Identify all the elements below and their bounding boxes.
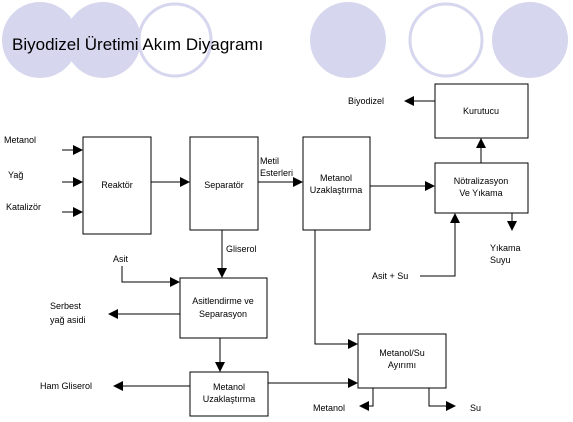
node-label: Nötralizasyon bbox=[454, 176, 509, 186]
node-label: Metanol bbox=[320, 173, 352, 183]
node-label: Kurutucu bbox=[463, 106, 499, 116]
stream-label: Gliserol bbox=[226, 244, 257, 254]
input-label: Yağ bbox=[8, 170, 23, 180]
output-label: Serbest bbox=[50, 301, 82, 311]
node-label: Uzaklaştırma bbox=[310, 185, 363, 195]
node-kurutucu bbox=[434, 83, 529, 139]
input-label: Katalizör bbox=[6, 202, 41, 212]
page-title: Biyodizel Üretimi Akım Diyagramı bbox=[12, 35, 263, 54]
node-label: Asitlendirme ve bbox=[192, 296, 254, 306]
decor-circle bbox=[408, 2, 484, 78]
output-label: Metanol bbox=[313, 403, 345, 413]
input-label: Metanol bbox=[4, 135, 36, 145]
flow-arrow bbox=[428, 388, 456, 411]
node-label: Separasyon bbox=[199, 309, 247, 319]
output-label: Biyodizel bbox=[348, 96, 384, 106]
node-asitlendirme bbox=[179, 277, 268, 339]
decor-circle bbox=[492, 2, 568, 78]
output-label: Ham Gliserol bbox=[40, 381, 92, 391]
decor-circle bbox=[137, 2, 213, 78]
output-label: Suyu bbox=[490, 255, 511, 265]
decor-circle bbox=[65, 2, 141, 78]
node-label: Metanol/Su bbox=[379, 348, 425, 358]
node-label: Metanol bbox=[213, 382, 245, 392]
stream-label: Metil bbox=[260, 156, 279, 166]
node-reaktor bbox=[82, 136, 152, 235]
node-label: Separatör bbox=[204, 180, 244, 190]
input-label: Asit bbox=[113, 254, 129, 264]
decorative-circles bbox=[2, 2, 568, 78]
node-label: Reaktör bbox=[101, 180, 133, 190]
node-separator bbox=[189, 136, 259, 231]
flow-arrow bbox=[420, 213, 460, 277]
decor-circle bbox=[2, 2, 78, 78]
node-label: Ayırımı bbox=[388, 360, 416, 370]
node-notralizasyon bbox=[434, 162, 529, 214]
decor-circle bbox=[310, 2, 386, 78]
node-metanol-uzaklastirma-1 bbox=[302, 136, 371, 231]
node-metanol-su-ayirimi bbox=[357, 333, 447, 389]
flow-arrow bbox=[314, 230, 358, 349]
output-label: Su bbox=[470, 403, 481, 413]
node-label: Uzaklaştırma bbox=[203, 394, 256, 404]
flow-arrow bbox=[359, 388, 374, 411]
stream-label: Esterleri bbox=[260, 168, 293, 178]
node-metanol-uzaklastirma-2 bbox=[189, 371, 269, 417]
input-label: Asit + Su bbox=[372, 271, 408, 281]
flow-arrow bbox=[121, 266, 180, 287]
output-label: Yıkama bbox=[490, 243, 521, 253]
node-label: Ve Yıkama bbox=[459, 188, 502, 198]
output-label: yağ asidi bbox=[50, 315, 86, 325]
